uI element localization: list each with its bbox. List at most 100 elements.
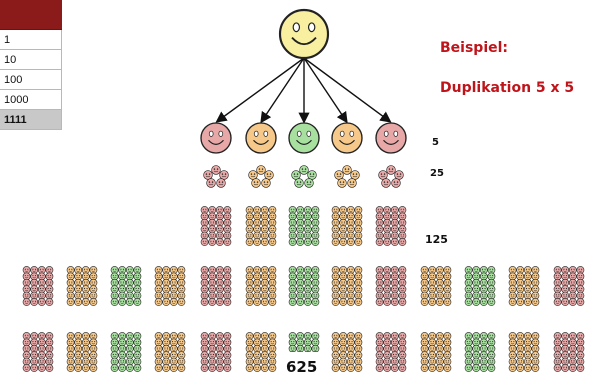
smiley-face-icon <box>208 238 217 246</box>
smiley-face-icon <box>251 178 261 188</box>
smiley-face-icon <box>531 364 540 372</box>
smiley-face-icon <box>177 266 186 274</box>
smiley-face-icon <box>200 298 209 306</box>
smiley-face-icon <box>45 351 54 360</box>
smiley-face-icon <box>296 238 305 246</box>
face-stack <box>110 266 142 306</box>
smiley-face-icon <box>260 291 269 300</box>
smiley-face-icon <box>154 332 163 340</box>
smiley-face-icon <box>331 344 340 353</box>
smiley-face-icon <box>428 298 437 306</box>
smiley-face-icon <box>398 364 407 372</box>
smiley-face-icon <box>162 291 171 300</box>
smiley-face-icon <box>200 291 209 300</box>
face-group <box>22 8 585 382</box>
face-stack <box>288 206 320 246</box>
smiley-face-icon <box>378 170 388 180</box>
smiley-face-icon <box>523 272 532 281</box>
smiley-face-icon <box>22 278 31 287</box>
smiley-face-icon <box>383 298 392 306</box>
smiley-face-icon <box>169 357 178 366</box>
face-stack <box>154 266 186 306</box>
smiley-face-icon <box>346 351 355 360</box>
smiley-face-icon <box>110 332 119 340</box>
smiley-face-icon <box>118 338 127 347</box>
arrow <box>303 57 348 124</box>
smiley-face-icon <box>479 272 488 281</box>
smiley-face-icon <box>464 298 473 306</box>
face-stack <box>331 266 363 306</box>
smiley-face-icon <box>472 266 481 274</box>
smiley-face-icon <box>208 291 217 300</box>
smiley-face-icon <box>576 364 585 372</box>
smiley-face-icon <box>435 266 444 274</box>
smiley-face-icon <box>390 206 399 214</box>
smiley-face-icon <box>118 364 127 372</box>
smiley-face-icon <box>260 206 269 214</box>
smiley-face-icon <box>223 364 232 372</box>
smiley-face-icon <box>253 351 262 360</box>
smiley-face-icon <box>428 364 437 372</box>
smiley-face-icon <box>508 298 517 306</box>
smiley-face-icon <box>296 225 305 234</box>
smiley-face-icon <box>531 338 540 347</box>
count-label-125: 125 <box>425 233 448 246</box>
smiley-face-icon <box>288 231 297 240</box>
smiley-face-icon <box>245 122 277 154</box>
arrow <box>260 57 305 124</box>
smiley-face-icon <box>398 212 407 221</box>
smiley-face-icon <box>337 178 347 188</box>
smiley-face-icon <box>383 206 392 214</box>
smiley-face-icon <box>342 165 352 175</box>
face-stack <box>508 266 540 306</box>
smiley-face-icon <box>479 298 488 306</box>
smiley-face-icon <box>443 332 452 340</box>
smiley-face-icon <box>339 212 348 221</box>
smiley-face-icon <box>245 206 254 214</box>
smiley-face-icon <box>553 364 562 372</box>
smiley-face-icon <box>531 285 540 294</box>
smiley-face-icon <box>208 298 217 306</box>
smiley-face-icon <box>435 278 444 287</box>
smiley-face-icon <box>288 298 297 306</box>
smiley-face-icon <box>223 332 232 340</box>
smiley-face-icon <box>215 298 224 306</box>
smiley-face-icon <box>268 272 277 281</box>
smiley-face-icon <box>215 332 224 340</box>
smiley-face-icon <box>394 170 404 180</box>
smiley-face-icon <box>253 206 262 214</box>
smiley-face-icon <box>154 298 163 306</box>
label-background <box>280 352 326 382</box>
smiley-face-icon <box>216 178 226 188</box>
smiley-face-icon <box>428 332 437 340</box>
smiley-face-icon <box>294 178 304 188</box>
smiley-face-icon <box>516 298 525 306</box>
smiley-face-icon <box>81 266 90 274</box>
smiley-face-icon <box>260 266 269 274</box>
smiley-face-icon <box>390 338 399 347</box>
smiley-face-icon <box>487 364 496 372</box>
smiley-face-icon <box>390 278 399 287</box>
smiley-face-icon <box>523 332 532 340</box>
smiley-face-icon <box>303 238 312 246</box>
table-cell: 1000 <box>0 90 62 110</box>
smiley-face-icon <box>74 364 83 372</box>
smiley-face-icon <box>354 298 363 306</box>
smiley-face-icon <box>245 291 254 300</box>
smiley-face-icon <box>291 170 301 180</box>
smiley-face-icon <box>30 364 39 372</box>
smiley-face-icon <box>386 165 396 175</box>
table-total-cell: 1111 <box>0 110 62 130</box>
smiley-face-icon <box>268 291 277 300</box>
smiley-face-icon <box>331 351 340 360</box>
smiley-face-icon <box>420 338 429 347</box>
face-stack <box>553 332 585 372</box>
face-stack <box>66 332 98 372</box>
smiley-face-icon <box>354 206 363 214</box>
smiley-face-icon <box>553 338 562 347</box>
smiley-face-icon <box>390 298 399 306</box>
smiley-face-icon <box>420 285 429 294</box>
smiley-face-icon <box>118 298 127 306</box>
face-stack <box>200 266 232 306</box>
